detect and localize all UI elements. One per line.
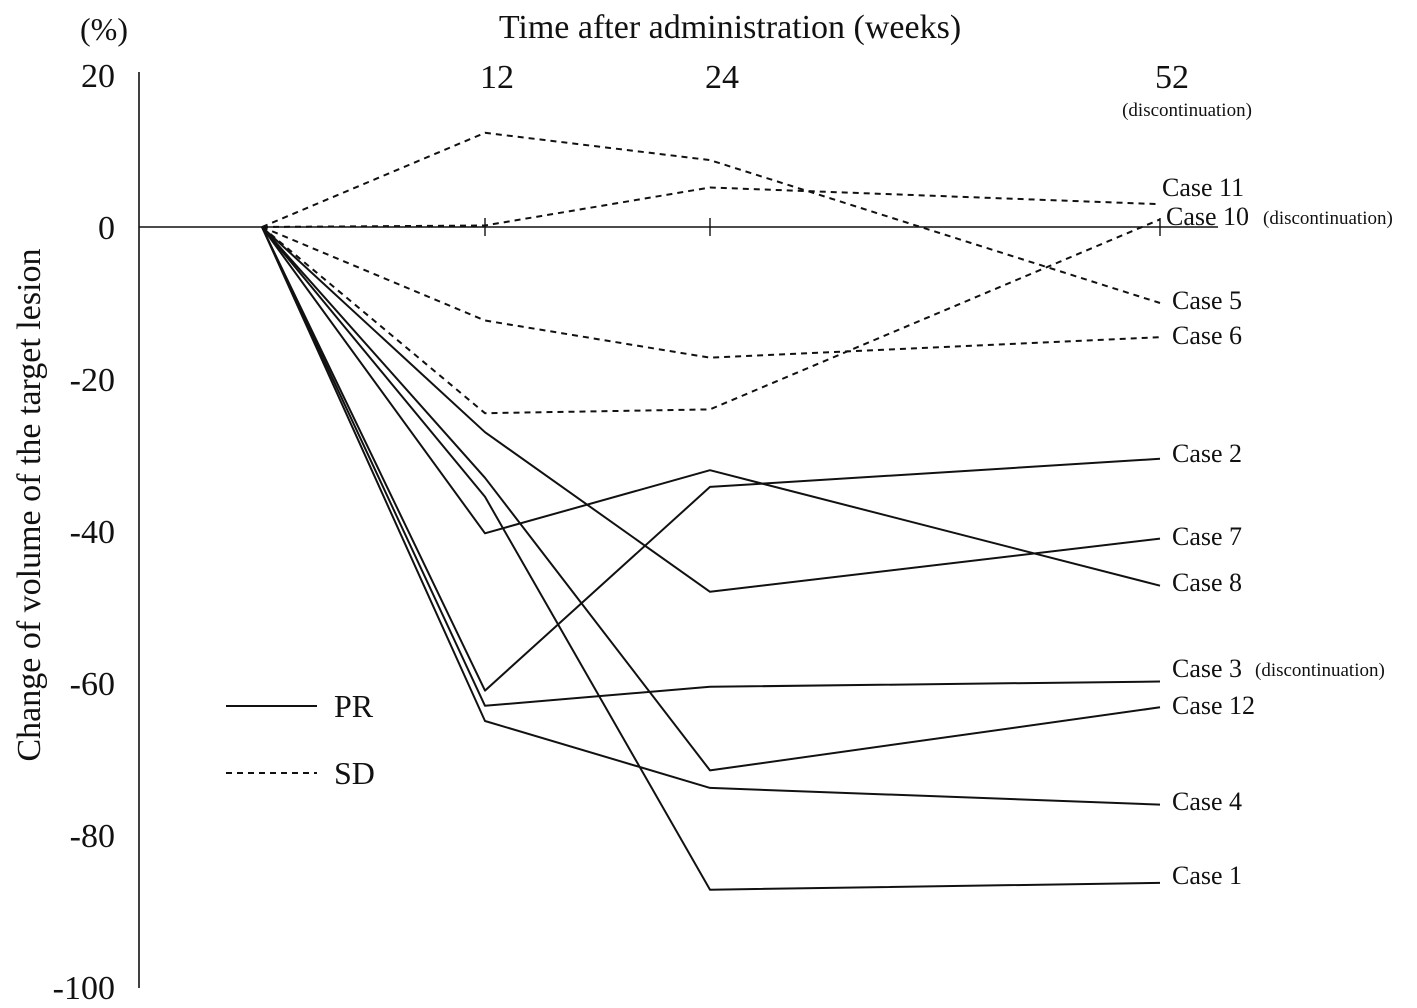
series-line-case-2 [261, 226, 1161, 692]
axes: 20 0 -20 -40 -60 -80 -100 12 24 52 (discontinuatio… [53, 58, 1252, 1007]
series-note: (discontinuation) [1255, 660, 1385, 681]
x-tick-note: (discontinuation) [1122, 100, 1252, 121]
y-tick-label: -20 [70, 362, 115, 399]
y-tick-label: -100 [53, 970, 115, 1003]
series-line-case-10 [261, 218, 1161, 415]
series-label: Case 6 [1172, 321, 1242, 350]
legend-label: PR [334, 688, 374, 724]
series-line-case-7 [261, 226, 1161, 593]
y-tick-label: -80 [70, 818, 115, 855]
legend: PR SD [226, 688, 375, 791]
x-tick-label: 24 [705, 59, 739, 96]
series-label: Case 8 [1172, 568, 1242, 597]
series-line-case-3 [261, 226, 1161, 707]
legend-label: SD [334, 755, 375, 791]
series-label: Case 3 [1172, 654, 1242, 683]
series-label: Case 11 [1162, 173, 1244, 202]
series-note: (discontinuation) [1263, 208, 1393, 229]
series-line-case-6 [261, 226, 1161, 359]
x-tick-label: 12 [480, 59, 514, 96]
series-line-case-12 [261, 226, 1161, 772]
series-label: Case 10 [1166, 202, 1249, 231]
series-line-case-1 [261, 226, 1161, 891]
x-tick-label: 52 [1155, 59, 1189, 96]
x-axis-title: Time after administration (weeks) [499, 9, 961, 46]
series-lines [261, 131, 1161, 891]
series-line-case-4 [261, 226, 1161, 806]
y-tick-label: -60 [70, 666, 115, 703]
series-label: Case 7 [1172, 522, 1242, 551]
series-label: Case 1 [1172, 861, 1242, 890]
series-label: Case 2 [1172, 439, 1242, 468]
y-tick-label: -40 [70, 514, 115, 551]
series-label: Case 5 [1172, 286, 1242, 315]
series-line-case-5 [261, 131, 1161, 304]
series-line-case-11 [261, 186, 1161, 228]
series-label: Case 4 [1172, 787, 1242, 816]
y-axis-title: Change of volume of the target lesion [11, 248, 48, 761]
y-unit-label: (%) [80, 11, 128, 47]
series-label: Case 12 [1172, 691, 1255, 720]
series-line-case-8 [261, 226, 1161, 587]
y-tick-label: 20 [81, 58, 115, 95]
y-tick-label: 0 [98, 210, 115, 247]
